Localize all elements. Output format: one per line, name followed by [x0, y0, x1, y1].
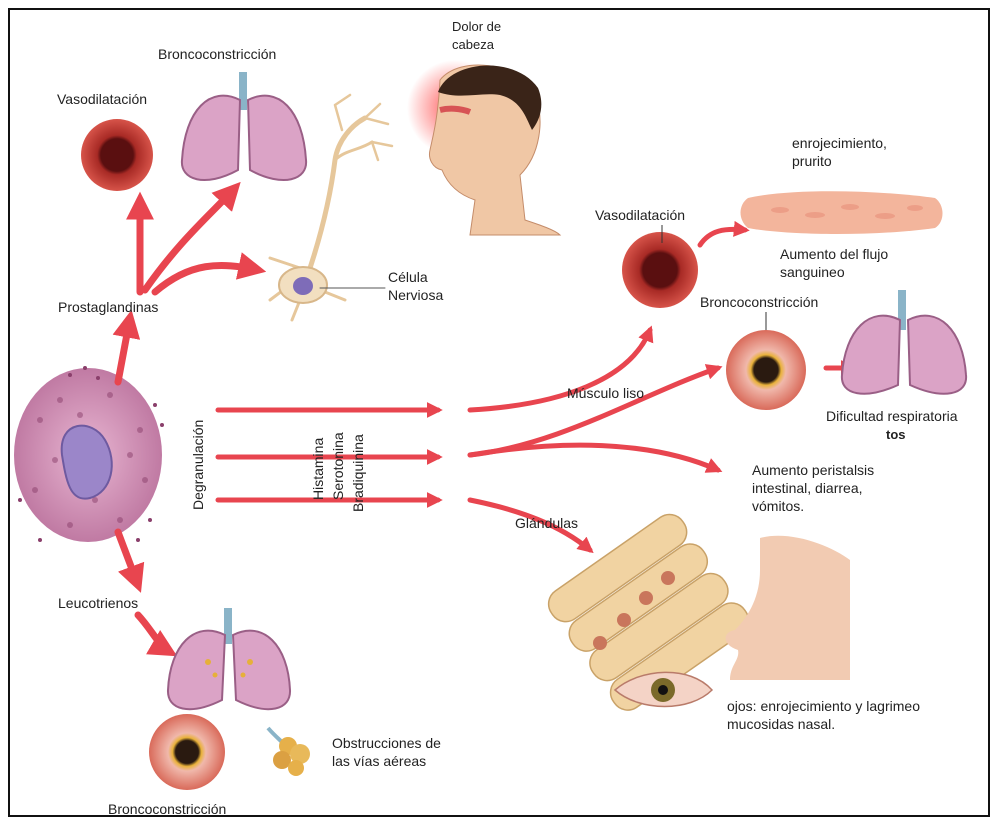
nose-profile [726, 536, 850, 680]
label-broncoconstriccion-top: Broncoconstricción [158, 45, 276, 63]
label-vasodilatacion-top: Vasodilatación [57, 90, 147, 108]
lungs-top [182, 72, 306, 180]
label-aumento-flujo: Aumento del flujo sanguineo [780, 245, 888, 281]
head-illustration [407, 60, 560, 235]
label-celula-nerviosa: Célula Nerviosa [388, 268, 443, 304]
label-broncoconstriccion-bottom: Broncoconstricción [108, 800, 226, 818]
label-prostaglandinas: Prostaglandinas [58, 298, 158, 316]
label-leucotrienos: Leucotrienos [58, 594, 138, 612]
lungs-right [842, 290, 966, 394]
label-tos: tos [886, 426, 906, 444]
lungs-bottom [168, 608, 290, 709]
label-histamina: Histamina [310, 438, 326, 500]
arrow-to-celula [155, 265, 258, 292]
label-degranulacion: Degranulación [190, 420, 206, 510]
label-glandulas: Glándulas [515, 514, 578, 532]
arrow-to-skin [700, 229, 745, 245]
arrow-to-bronco-bottom [138, 615, 170, 652]
label-broncoconstriccion-right: Broncoconstricción [700, 293, 818, 311]
label-peristalsis: Aumento peristalsis intestinal, diarrea,… [752, 461, 874, 515]
arrow-to-bronco-top [145, 188, 235, 290]
arrows [118, 188, 852, 652]
label-obstrucciones: Obstrucciones de las vías aéreas [332, 734, 441, 770]
arrow-to-peristalsis [470, 445, 718, 470]
mast-cell [14, 366, 164, 542]
arrow-to-prostaglandinas [118, 318, 130, 382]
skin-patch [741, 191, 943, 234]
arrow-to-leucotrienos [118, 532, 138, 585]
vessel-right [622, 225, 698, 308]
label-bradiquinina: Bradiquinina [350, 434, 366, 512]
label-ojos: ojos: enrojecimiento y lagrimeo mucosida… [727, 697, 920, 733]
airway-bottom [149, 714, 225, 790]
label-vasodilatacion-right: Vasodilatación [595, 206, 685, 224]
vessel-top [81, 119, 153, 191]
label-enrojecimiento: enrojecimiento, prurito [792, 134, 887, 170]
label-musculo-liso: Músculo liso [567, 384, 644, 402]
airway-right [726, 312, 806, 410]
label-dificultad-respiratoria: Dificultad respiratoria [826, 407, 958, 425]
alveoli-cluster [268, 728, 310, 776]
label-serotonina: Serotonina [330, 432, 346, 500]
label-dolor-cabeza: Dolor de cabeza [452, 18, 501, 54]
